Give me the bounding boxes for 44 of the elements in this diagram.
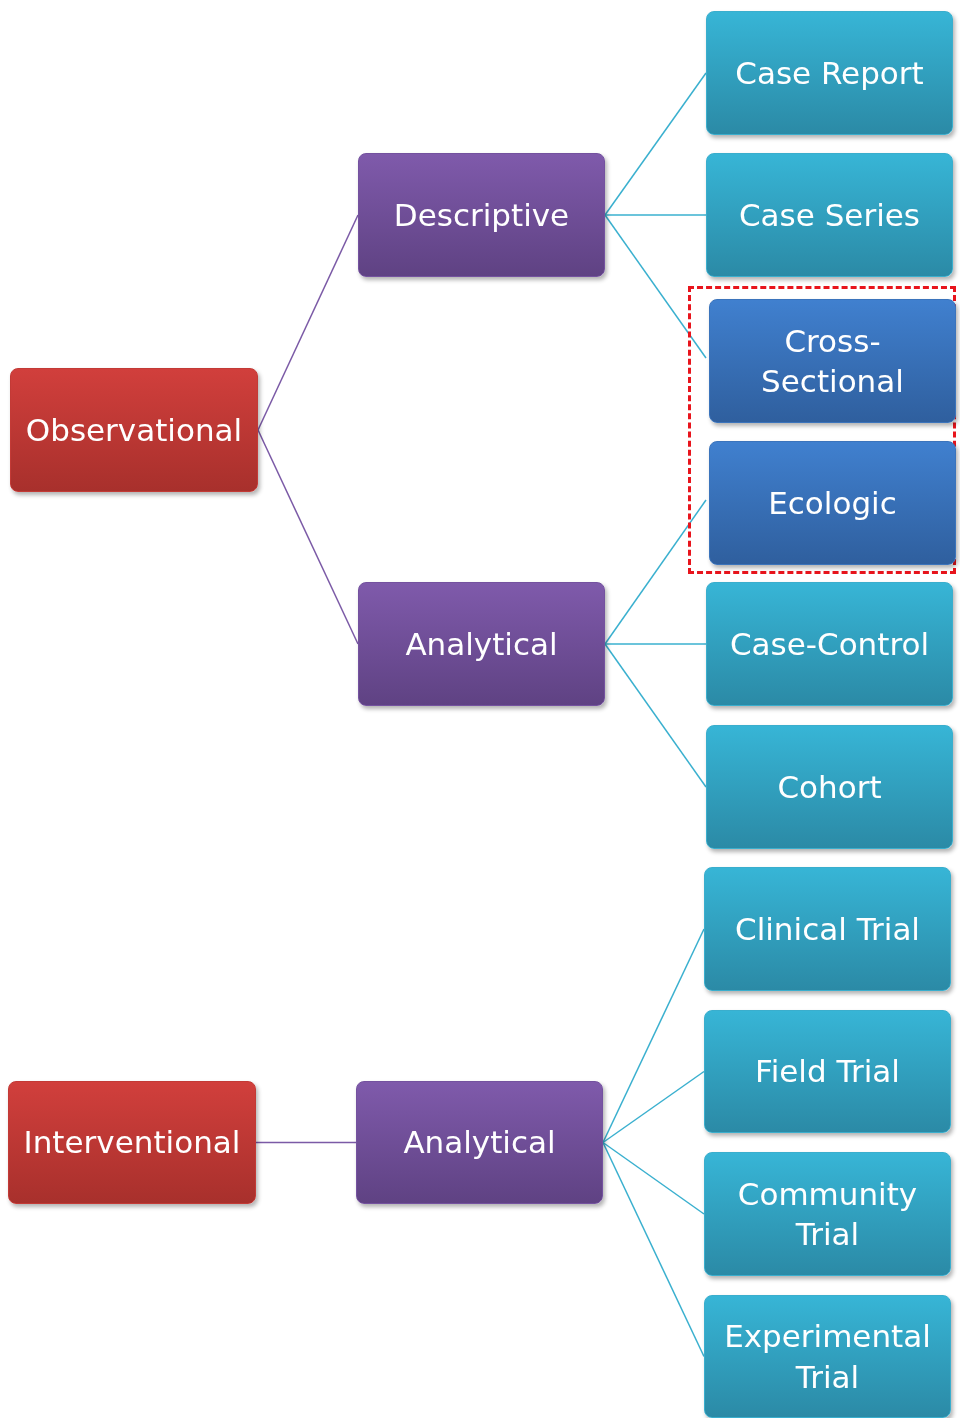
category-box [356, 1081, 603, 1204]
category-box [358, 582, 605, 706]
category-box [706, 725, 953, 849]
node-label: Cohort [776, 767, 883, 807]
connector-line [604, 214, 707, 359]
node-label: Descriptive [392, 195, 571, 235]
connector-line [604, 643, 707, 788]
connector-line [257, 214, 359, 431]
category-box [709, 441, 956, 565]
node-label: Cross-Sectional [760, 321, 905, 401]
node-label: Case Report [734, 53, 925, 93]
node-label: Case-Control [728, 624, 931, 664]
connector-line [602, 928, 705, 1144]
node-label: Case Series [737, 195, 922, 235]
category-box [704, 1152, 951, 1276]
category-box [10, 368, 258, 492]
connector-line [602, 1141, 705, 1215]
connector-line [602, 1070, 705, 1144]
connector-line [604, 499, 707, 645]
category-box [704, 867, 951, 991]
category-box [704, 1295, 951, 1418]
category-box [706, 11, 953, 135]
category-box [704, 1010, 951, 1133]
connector-line [604, 214, 707, 216]
node-label: Interventional [22, 1123, 242, 1163]
connector-line [602, 1141, 705, 1358]
connector-line [255, 1141, 357, 1144]
node-label: Experimental Trial [723, 1317, 932, 1397]
node-label: Observational [24, 410, 244, 450]
category-box [709, 299, 956, 423]
category-box [358, 153, 605, 277]
highlight-frame [688, 286, 956, 574]
node-label: Analytical [404, 624, 559, 664]
category-box [706, 153, 953, 277]
node-label: Clinical Trial [734, 909, 921, 949]
connector-line [257, 429, 359, 645]
node-label: Analytical [402, 1123, 557, 1163]
connector-line [604, 72, 707, 216]
connector-line [604, 643, 707, 645]
node-label: Ecologic [767, 483, 898, 523]
node-label: Field Trial [754, 1052, 901, 1092]
node-label: Community Trial [736, 1174, 919, 1254]
category-box [706, 582, 953, 706]
category-box [8, 1081, 256, 1204]
